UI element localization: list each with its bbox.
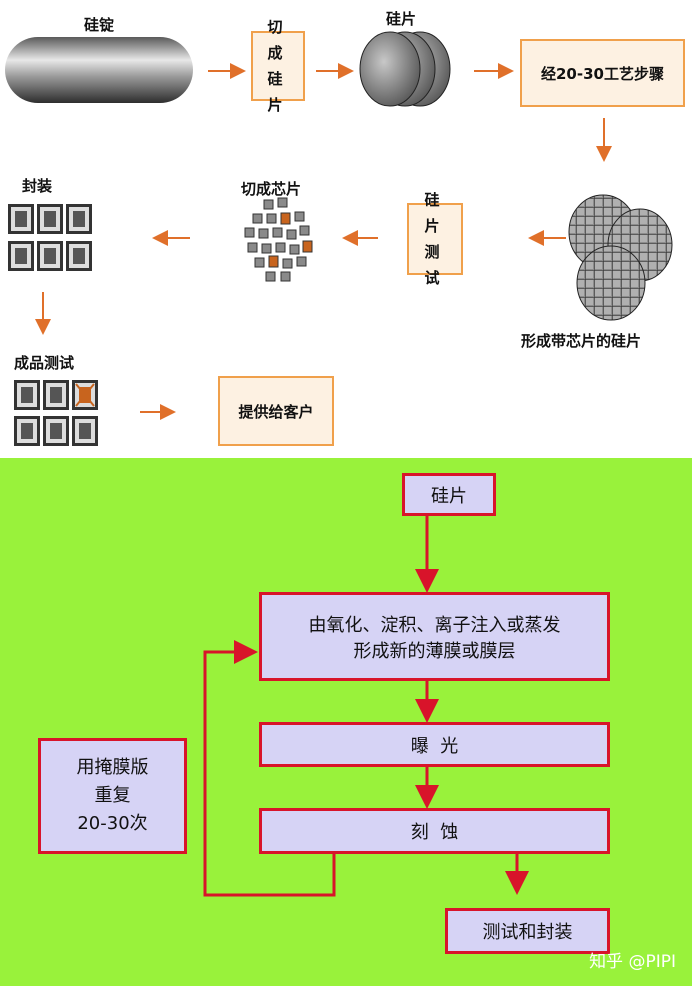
cut-wafers-box: 切成硅片 — [251, 18, 305, 114]
etching-box: 刻 蚀 — [259, 808, 610, 854]
wafers-label: 硅片 — [386, 10, 417, 28]
diced-chips-label: 切成芯片 — [241, 180, 302, 198]
wafer-test-box: 硅片测试 — [407, 191, 463, 287]
cut-wafers-text: 切成硅片 — [267, 18, 289, 114]
diced-chips-icon — [244, 197, 313, 282]
repeat-line3: 20-30次 — [77, 813, 148, 834]
silicon-ingot-label: 硅锭 — [84, 16, 115, 34]
tested-chips-icon — [14, 380, 98, 446]
wafers-icon — [359, 31, 451, 107]
film-formation-box: 由氧化、淀积、离子注入或蒸发 形成新的薄膜或膜层 — [259, 592, 610, 681]
test-and-package-box: 测试和封装 — [445, 908, 610, 954]
wafer-test-text: 硅片测试 — [424, 191, 446, 287]
film-formation-line1: 由氧化、淀积、离子注入或蒸发 — [308, 614, 561, 636]
final-test-label: 成品测试 — [14, 354, 75, 372]
wafer-box: 硅片 — [402, 473, 496, 516]
patterned-wafers-icon — [568, 194, 673, 321]
patterned-wafers-label: 形成带芯片的硅片 — [521, 332, 642, 350]
bottom-flow-arrows — [203, 516, 529, 897]
repeat-line2: 重复 — [94, 785, 131, 806]
exposure-box: 曝 光 — [259, 722, 610, 767]
watermark: 知乎 @PIPI — [589, 952, 676, 972]
deliver-customer-box: 提供给客户 — [218, 376, 334, 446]
silicon-ingot-icon — [5, 37, 193, 103]
packaged-chips-icon — [8, 204, 92, 271]
top-flow-arrows — [35, 63, 612, 420]
packaging-label: 封装 — [22, 177, 53, 195]
repeat-line1: 用掩膜版 — [76, 757, 149, 778]
process-steps-box: 经20-30工艺步骤 — [520, 39, 685, 107]
repeat-mask-box: 用掩膜版 重复 20-30次 — [38, 738, 187, 854]
film-formation-line2: 形成新的薄膜或膜层 — [353, 640, 516, 662]
